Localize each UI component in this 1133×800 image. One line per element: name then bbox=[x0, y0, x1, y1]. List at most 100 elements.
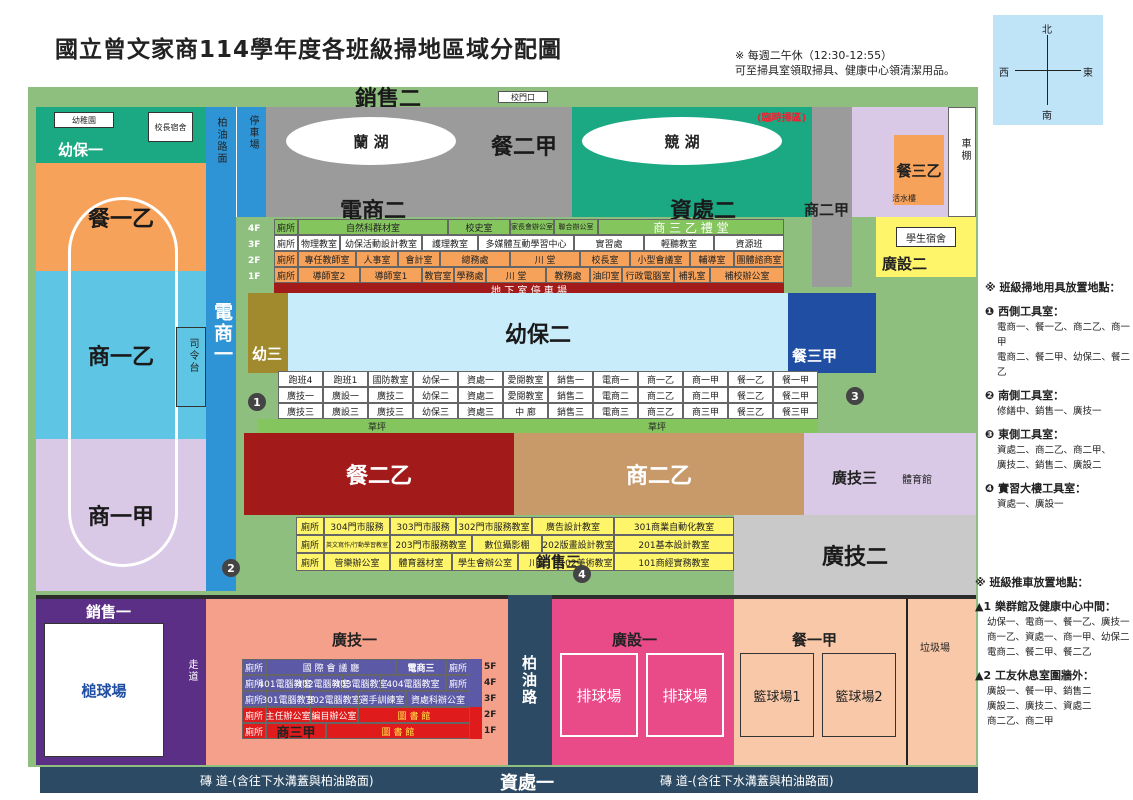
biz1b-label: 商一乙 bbox=[87, 345, 154, 370]
zone-adtech2[interactable]: 廣技二 bbox=[734, 515, 976, 595]
cell: 202版畫設計教室 bbox=[542, 535, 614, 553]
cell: 國 際 會 議 廳 bbox=[266, 659, 396, 675]
zone-sales2-top[interactable]: 銷售二 bbox=[354, 87, 421, 112]
walkway-label: 走道 bbox=[186, 659, 197, 683]
cell: 資處科辦公室 bbox=[406, 691, 470, 707]
sales3-label[interactable]: 銷售三 bbox=[536, 553, 582, 571]
zone-design1[interactable]: 廣設一 排球場 排球場 bbox=[552, 599, 734, 765]
car-shed-label: 車棚 bbox=[959, 138, 970, 162]
legend-t2-body: 修繕中、銷售一、廣技一 bbox=[997, 406, 1102, 417]
classroom[interactable]: 幼保三 bbox=[413, 403, 458, 419]
classroom[interactable]: 商三乙 bbox=[638, 403, 683, 419]
classroom[interactable]: 銷售二 bbox=[548, 387, 593, 403]
cell: 學務處 bbox=[454, 267, 486, 283]
classroom[interactable]: 中 廊 bbox=[503, 403, 548, 419]
marker-2[interactable]: 2 bbox=[222, 559, 240, 577]
classroom[interactable]: 資處二 bbox=[458, 387, 503, 403]
zone-design2[interactable]: 學生宿舍 廣設二 bbox=[876, 217, 976, 277]
preschool3-label: 幼三 bbox=[252, 345, 283, 363]
zone-cater1a[interactable]: 餐一甲 籃球場1 籃球場2 bbox=[734, 599, 906, 765]
classroom[interactable]: 餐一甲 bbox=[773, 371, 818, 387]
zone-asphalt-road[interactable]: 柏油路 bbox=[508, 595, 552, 765]
classroom[interactable]: 愛閱教室 bbox=[503, 371, 548, 387]
cell: 廁所 bbox=[242, 723, 266, 739]
zone-cater3[interactable]: 餐三乙 活水樓 bbox=[852, 107, 948, 217]
zone-cater3a[interactable]: 餐三甲 bbox=[788, 293, 876, 373]
zone-sales1[interactable]: 銷售一 槌球場 走道 bbox=[36, 599, 206, 765]
classroom[interactable]: 商一乙 bbox=[638, 371, 683, 387]
classroom[interactable]: 餐二甲 bbox=[773, 387, 818, 403]
gate-label: 校門口 bbox=[498, 91, 548, 103]
marker-4[interactable]: 4 bbox=[573, 565, 591, 583]
running-track bbox=[68, 197, 178, 567]
classroom[interactable]: 餐一乙 bbox=[728, 371, 773, 387]
cell: 導師室1 bbox=[360, 267, 422, 283]
classroom[interactable]: 商三甲 bbox=[683, 403, 728, 419]
classroom[interactable]: 廣技三 bbox=[368, 403, 413, 419]
cell: 家長會辦公室 bbox=[510, 219, 554, 235]
classroom[interactable]: 資處三 bbox=[458, 403, 503, 419]
classroom[interactable]: 廣設一 bbox=[323, 387, 368, 403]
classroom[interactable]: 國防教室 bbox=[368, 371, 413, 387]
zone-biz2b[interactable]: 商二乙 bbox=[514, 433, 804, 515]
classroom[interactable]: 廣技一 bbox=[278, 387, 323, 403]
zone-cater2a[interactable]: 餐二甲 bbox=[476, 107, 572, 217]
floor-1f: 1F bbox=[248, 272, 261, 282]
zone-data1[interactable]: 磚 道-(含往下水溝蓋與柏油路面) 資處一 磚 道-(含往下水溝蓋與柏油路面) bbox=[40, 767, 978, 794]
cell: 203門市服務教室 bbox=[390, 535, 472, 553]
classroom[interactable]: 廣技二 bbox=[368, 387, 413, 403]
preschool1-label: 幼保一 bbox=[58, 141, 104, 159]
compass-east: 東 bbox=[1083, 68, 1093, 79]
cater1a-label: 餐一甲 bbox=[792, 631, 838, 649]
jing-lake: 競 湖 bbox=[582, 117, 782, 165]
zone-parking[interactable]: 停車場 bbox=[236, 107, 266, 217]
adtech3-label: 廣技三 bbox=[832, 469, 878, 487]
classroom[interactable]: 電商三 bbox=[593, 403, 638, 419]
cell: 廁所 bbox=[296, 535, 324, 553]
classroom[interactable]: 餐三甲 bbox=[773, 403, 818, 419]
zone-biz2a[interactable]: 商二甲 bbox=[804, 107, 852, 287]
cell: 川堂 bbox=[518, 553, 558, 571]
legend-t3-title: 東側工具室： bbox=[998, 428, 1065, 441]
classroom[interactable]: 餐三乙 bbox=[728, 403, 773, 419]
cell: 學生會辦公室 bbox=[452, 553, 518, 571]
hot-water-building: 餐三乙 bbox=[894, 135, 944, 205]
zone-adtech1[interactable]: 廣技一 廁所 國 際 會 議 廳 電商三 廁所 廁所 401電腦教室 402電腦… bbox=[206, 599, 508, 765]
classroom[interactable]: 愛閱教室 bbox=[503, 387, 548, 403]
zone-preschool2[interactable]: 幼保二 bbox=[288, 293, 788, 373]
zone-data2[interactable]: 競 湖 (臨時掃區) bbox=[572, 107, 812, 217]
classroom[interactable]: 商一甲 bbox=[683, 371, 728, 387]
cell: 廣告設計教室 bbox=[532, 517, 614, 535]
south-row-2: 廁所 英文寫作/行動學習教室 203門市服務教室 數位攝影棚 202版畫設計教室… bbox=[296, 535, 734, 553]
cater3a-label: 餐三甲 bbox=[792, 347, 838, 365]
classroom[interactable]: 銷售三 bbox=[548, 403, 593, 419]
cell: 廁所 bbox=[446, 675, 470, 691]
classroom[interactable]: 電商一 bbox=[593, 371, 638, 387]
classroom[interactable]: 商二乙 bbox=[638, 387, 683, 403]
floor-4f: 4F bbox=[484, 678, 497, 688]
zone-grey-west[interactable]: 蘭 湖 bbox=[266, 107, 476, 217]
zone-adtech3[interactable]: 廣技三 體育館 bbox=[804, 433, 976, 515]
zone-preschool3[interactable]: 幼三 bbox=[248, 293, 288, 373]
cell: 圖 書 館 bbox=[358, 707, 470, 723]
classroom[interactable]: 餐二乙 bbox=[728, 387, 773, 403]
classroom[interactable]: 幼保一 bbox=[413, 371, 458, 387]
marker-1[interactable]: 1 bbox=[248, 393, 266, 411]
classroom[interactable]: 幼保二 bbox=[413, 387, 458, 403]
cell: 多媒體互動學習中心 bbox=[478, 235, 574, 251]
classroom[interactable]: 商二甲 bbox=[683, 387, 728, 403]
lan-lake: 蘭 湖 bbox=[286, 117, 456, 165]
cell: 數位攝影棚 bbox=[472, 535, 542, 553]
classroom[interactable]: 資處一 bbox=[458, 371, 503, 387]
zone-cater2b[interactable]: 餐二乙 bbox=[244, 433, 514, 515]
classroom[interactable]: 跑班1 bbox=[323, 371, 368, 387]
building-row-3f: 廁所 物理教室 幼保活動設計教室 護理教室 多媒體互動學習中心 實習處 輕聽教室… bbox=[274, 235, 784, 251]
classroom[interactable]: 銷售一 bbox=[548, 371, 593, 387]
classroom[interactable]: 廣技三 bbox=[278, 403, 323, 419]
zone-preschool1[interactable]: 幼稚園 校長宿舍 幼保一 bbox=[36, 107, 206, 163]
marker-3[interactable]: 3 bbox=[846, 387, 864, 405]
zone-ebiz1[interactable]: 柏油路面 電商一 bbox=[206, 107, 236, 591]
classroom[interactable]: 電商二 bbox=[593, 387, 638, 403]
classroom[interactable]: 廣設三 bbox=[323, 403, 368, 419]
classroom[interactable]: 跑班4 bbox=[278, 371, 323, 387]
